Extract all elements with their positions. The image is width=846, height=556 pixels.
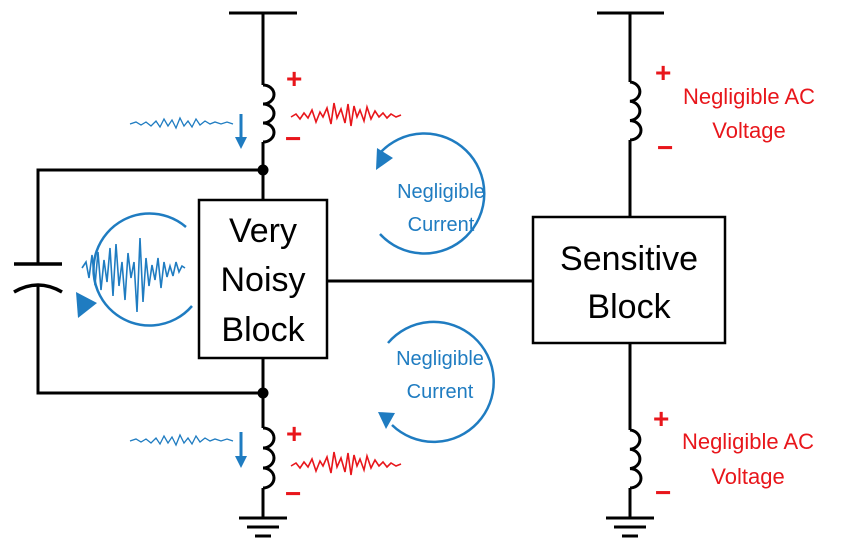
junction-dot-bottom [257, 387, 269, 399]
noisy-block-line-3: Block [221, 311, 305, 349]
minus-sign-top-right: − [657, 132, 673, 163]
noisy-block-line-1: Very [229, 212, 297, 250]
plus-sign-bottom-right: + [653, 403, 669, 434]
junction-dot-top [257, 164, 269, 176]
minus-sign-top-left: − [285, 123, 301, 154]
sensitive-block-line-2: Block [587, 288, 671, 326]
noise-current-loop [76, 212, 193, 327]
noise-current-waveform-bottom [129, 433, 234, 447]
ground-symbol-right [606, 516, 654, 538]
inductor-top-right [629, 80, 643, 142]
inductor-top-left [262, 83, 276, 144]
ground-symbol-left [239, 516, 287, 538]
voltage-label-top-line-2: Voltage [712, 118, 785, 143]
voltage-label-top-line-1: Negligible AC [683, 84, 815, 109]
left-branch-wires [36, 11, 533, 518]
loop-label-lower-line-1: Negligible [396, 348, 484, 370]
plus-sign-top-left: + [286, 63, 302, 94]
sensitive-block-line-1: Sensitive [560, 240, 698, 278]
voltage-label-bottom-line-1: Negligible AC [682, 429, 814, 454]
noisy-block-line-2: Noisy [220, 261, 305, 299]
loop-label-lower-line-2: Current [407, 381, 474, 403]
noise-voltage-waveform-top [290, 102, 402, 127]
noise-voltage-waveform-bottom [290, 451, 402, 476]
inductor-bottom-left [262, 426, 276, 490]
inductor-bottom-right [629, 428, 643, 490]
loop-label-upper-line-1: Negligible [397, 181, 485, 203]
minus-sign-bottom-left: − [285, 478, 301, 509]
voltage-label-bottom-line-2: Voltage [711, 464, 784, 489]
plus-sign-top-right: + [655, 57, 671, 88]
minus-sign-bottom-right: − [655, 477, 671, 508]
sensitive-block [531, 215, 727, 345]
loop-label-upper-line-2: Current [408, 214, 475, 236]
right-branch-wires [597, 11, 664, 518]
capacitor [13, 262, 63, 294]
plus-sign-bottom-left: + [286, 418, 302, 449]
noise-current-waveform-top [129, 116, 234, 130]
very-noisy-block [197, 198, 329, 360]
negligible-current-loop-upper [376, 132, 486, 255]
negligible-current-loop-lower [378, 320, 495, 444]
